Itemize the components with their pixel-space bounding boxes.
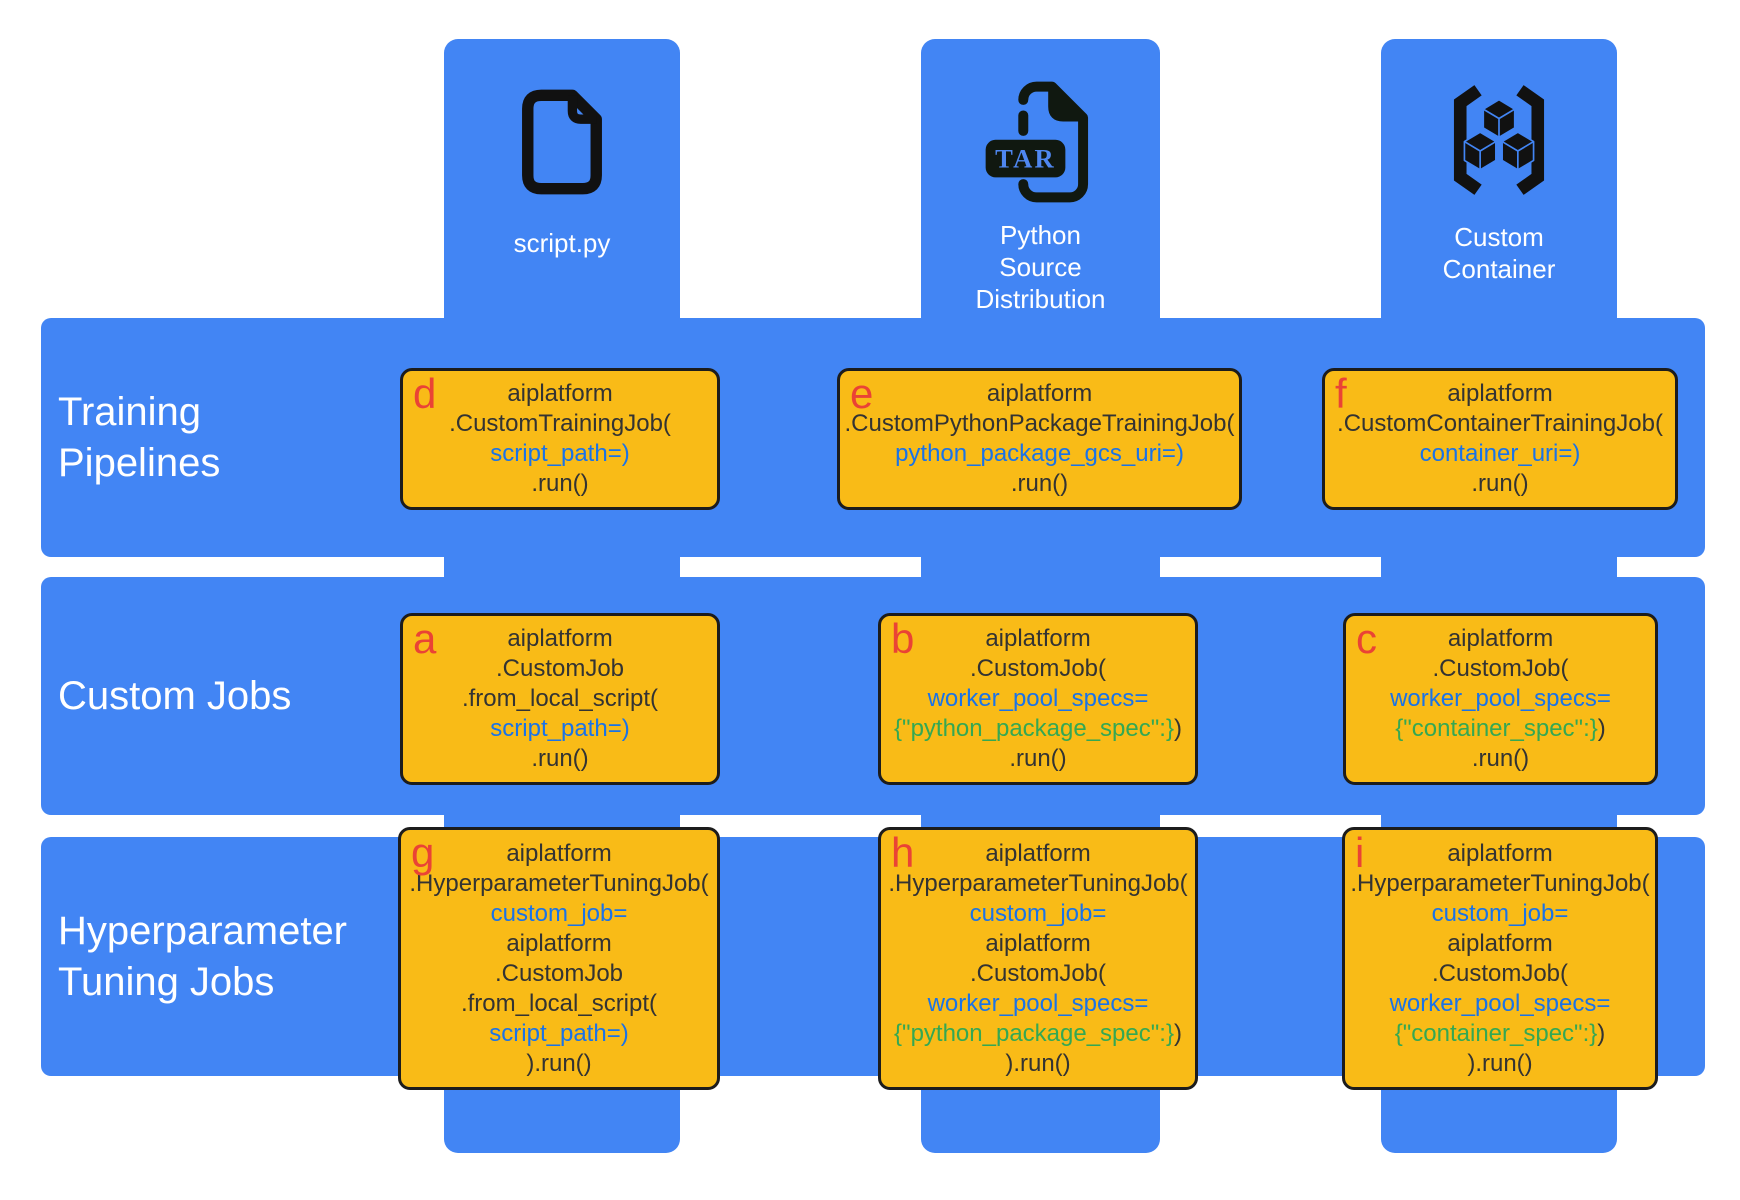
code-cell-i: i aiplatform.HyperparameterTuningJob(cus… <box>1342 827 1658 1090</box>
column-header-custom-container: Custom Container <box>1381 39 1617 285</box>
cell-code: aiplatform.CustomJob.from_local_script(s… <box>461 625 659 772</box>
cell-label: a <box>413 615 437 662</box>
cell-code: aiplatform.HyperparameterTuningJob(custo… <box>409 839 709 1077</box>
row-label-hyperparameter-tuning-jobs: Hyperparameter Tuning Jobs <box>58 908 348 1004</box>
code-cell-g: g aiplatform.HyperparameterTuningJob(cus… <box>398 827 720 1090</box>
cell-label: e <box>850 370 874 417</box>
cell-label: d <box>413 370 437 417</box>
cell-label: c <box>1356 615 1377 662</box>
row-label-training-pipelines: Training Pipelines <box>58 389 221 485</box>
column-header-script-py: script.py <box>444 39 680 259</box>
cell-code: aiplatform.CustomPythonPackageTrainingJo… <box>844 380 1235 497</box>
column-label-python-source-distribution: Python Source Distribution <box>975 220 1106 314</box>
column-label-custom-container: Custom Container <box>1442 222 1556 284</box>
cell-code: aiplatform.CustomContainerTrainingJob(co… <box>1337 380 1663 497</box>
cell-label: b <box>891 615 915 662</box>
cell-code: aiplatform.CustomJob(worker_pool_specs={… <box>894 625 1182 772</box>
svg-text:TAR: TAR <box>995 143 1056 173</box>
cell-code: aiplatform.CustomTrainingJob(script_path… <box>449 380 671 497</box>
code-cell-d: d aiplatform.CustomTrainingJob(script_pa… <box>400 368 720 510</box>
row-label-custom-jobs: Custom Jobs <box>58 673 292 718</box>
code-cell-b: b aiplatform.CustomJob(worker_pool_specs… <box>878 613 1198 785</box>
container-icon <box>1453 85 1545 195</box>
code-cell-c: c aiplatform.CustomJob(worker_pool_specs… <box>1343 613 1658 785</box>
cell-code: aiplatform.HyperparameterTuningJob(custo… <box>1350 839 1650 1077</box>
tar-file-icon: TAR <box>985 81 1088 203</box>
cell-label: i <box>1355 829 1365 876</box>
file-icon <box>522 89 602 195</box>
code-cell-f: f aiplatform.CustomContainerTrainingJob(… <box>1322 368 1678 510</box>
cell-label: g <box>411 829 435 876</box>
cell-label: f <box>1335 370 1347 417</box>
column-header-python-source-distribution: TAR Python Source Distribution <box>921 39 1160 315</box>
code-cell-h: h aiplatform.HyperparameterTuningJob(cus… <box>878 827 1198 1090</box>
cell-code: aiplatform.CustomJob(worker_pool_specs={… <box>1390 625 1611 772</box>
column-label-script-py: script.py <box>513 228 611 258</box>
code-cell-e: e aiplatform.CustomPythonPackageTraining… <box>837 368 1242 510</box>
cell-code: aiplatform.HyperparameterTuningJob(custo… <box>888 839 1188 1077</box>
code-cell-a: a aiplatform.CustomJob.from_local_script… <box>400 613 720 785</box>
cell-label: h <box>891 829 915 876</box>
